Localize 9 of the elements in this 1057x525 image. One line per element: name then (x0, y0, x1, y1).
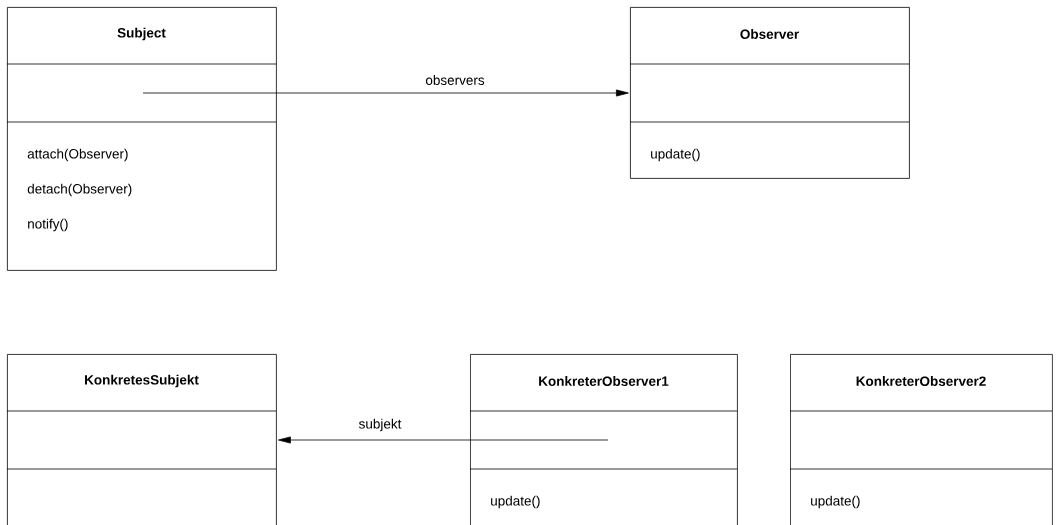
arrow (142, 89, 629, 97)
arrow (278, 436, 609, 444)
edge-label: observers (424, 74, 486, 86)
class-box: Subject attach(Observer) detach(Observer) notify() (6, 7, 277, 271)
edge-label: subjekt (357, 417, 403, 433)
class-box: Observer update() (629, 7, 910, 179)
class-box: KonkreterObserver1 update() (469, 354, 738, 525)
class-box: KonkretesSubjekt (6, 354, 277, 525)
class-box: KonkreterObserver2 update() (789, 354, 1053, 525)
